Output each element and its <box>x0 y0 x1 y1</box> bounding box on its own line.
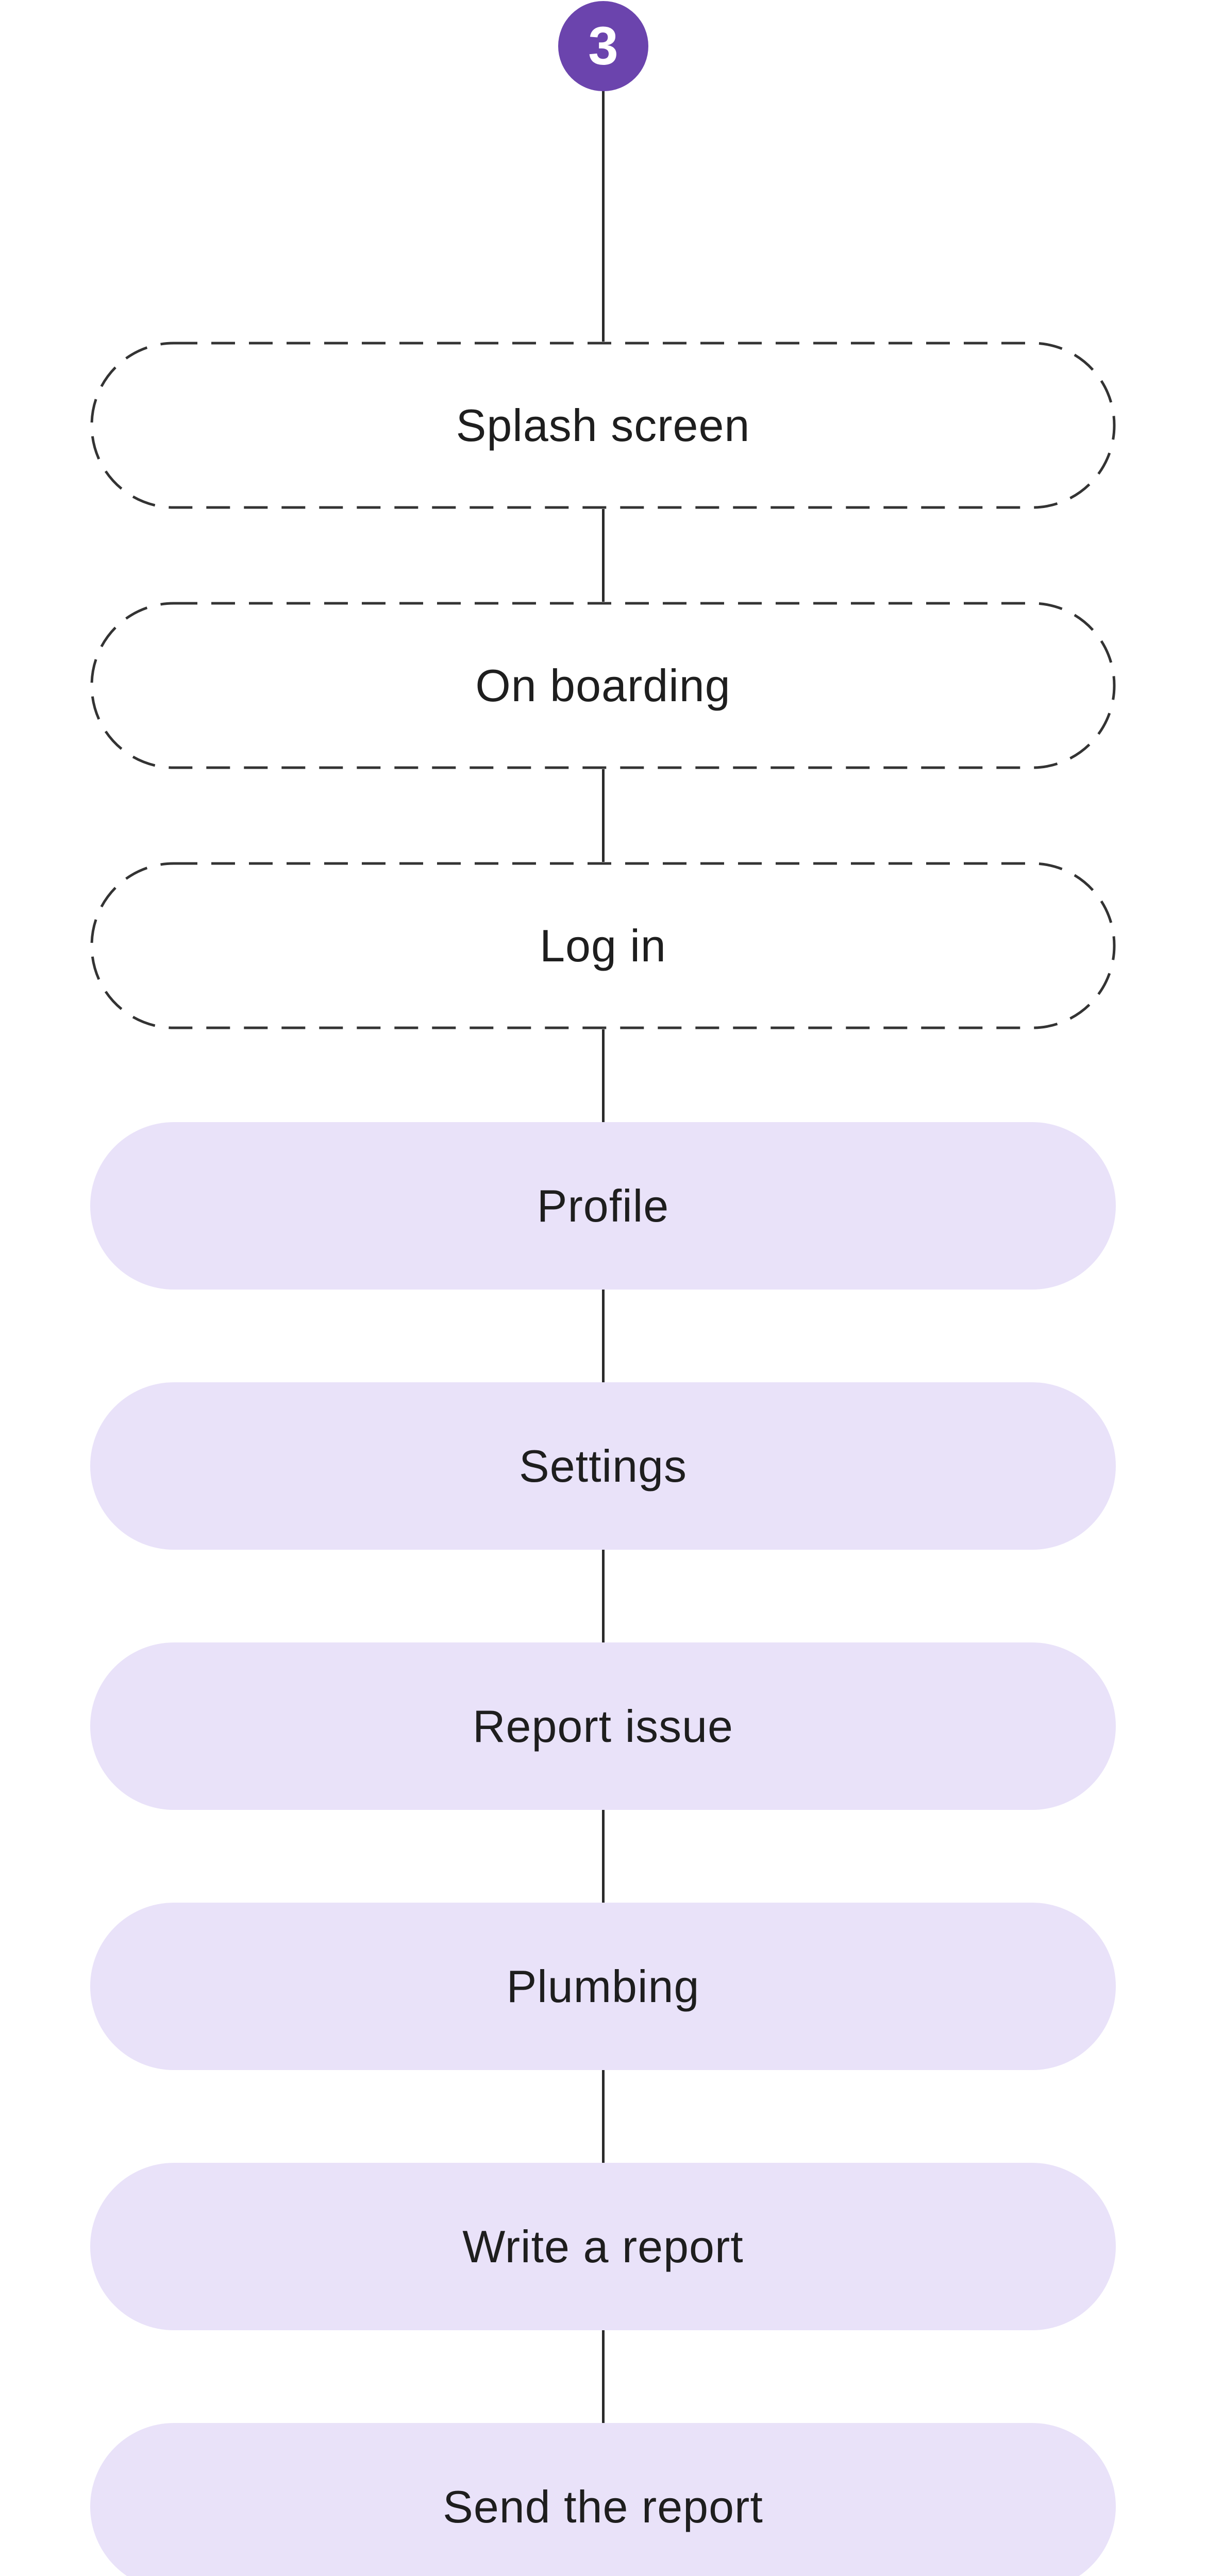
flow-node-onboarding: On boarding <box>90 602 1116 769</box>
flow-node-label: Report issue <box>472 1700 733 1752</box>
flow-node-splash-screen: Splash screen <box>90 342 1116 509</box>
flow-node-write-report: Write a report <box>90 2163 1116 2330</box>
flow-node-label: Write a report <box>462 2221 744 2272</box>
step-number: 3 <box>588 16 618 76</box>
flow-node-send-report: Send the report <box>90 2423 1116 2576</box>
flow-node-label: Send the report <box>443 2481 763 2532</box>
flow-node-label: On boarding <box>475 659 731 711</box>
dashed-border <box>90 602 1116 769</box>
flow-node-settings: Settings <box>90 1382 1116 1550</box>
step-number-badge: 3 <box>558 1 648 91</box>
dashed-border <box>90 342 1116 509</box>
flow-node-label: Splash screen <box>456 399 750 451</box>
flow-node-profile: Profile <box>90 1122 1116 1290</box>
flow-node-label: Plumbing <box>506 1960 700 2012</box>
flow-node-report-issue: Report issue <box>90 1642 1116 1810</box>
flow-node-label: Settings <box>519 1440 687 1492</box>
flow-node-label: Log in <box>540 920 666 971</box>
flow-node-plumbing: Plumbing <box>90 1903 1116 2070</box>
flow-node-login: Log in <box>90 862 1116 1029</box>
flow-node-label: Profile <box>537 1180 669 1231</box>
dashed-border <box>90 862 1116 1029</box>
